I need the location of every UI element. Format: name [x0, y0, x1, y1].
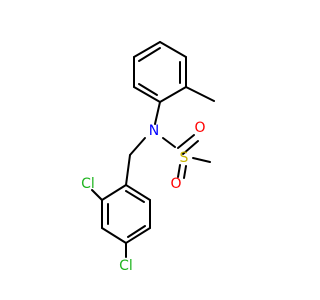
bond-double — [177, 164, 181, 178]
bond-double — [182, 140, 199, 155]
bond-cl — [91, 189, 103, 201]
bond — [125, 227, 151, 244]
sulfur-label: S — [180, 150, 189, 166]
dichlorophenyl-ring — [91, 184, 151, 258]
molecule-canvas: N S O O Cl Cl — [81, 41, 215, 274]
tolyl-ring — [133, 41, 215, 103]
bond — [154, 101, 161, 125]
bond-methyl — [185, 86, 215, 102]
bond — [133, 86, 161, 103]
bond — [125, 184, 151, 201]
structure-diagram: N S O O Cl Cl — [81, 41, 215, 274]
nitrogen-label: N — [149, 123, 159, 139]
bond — [133, 41, 161, 58]
bond-double — [138, 83, 158, 96]
bond-double — [138, 47, 161, 62]
bond — [159, 86, 187, 103]
bond-double — [127, 225, 146, 238]
bond — [162, 137, 176, 148]
bond — [159, 41, 187, 58]
bond — [101, 227, 127, 244]
bond — [101, 184, 127, 201]
chlorine-ortho-label: Cl — [81, 176, 95, 192]
bond — [129, 137, 146, 156]
bond-double — [177, 134, 195, 149]
bond — [125, 154, 131, 186]
bond-double — [125, 190, 145, 203]
chlorine-para-label: Cl — [119, 258, 133, 274]
oxygen-top-label: O — [194, 120, 205, 136]
bond-methyl — [192, 157, 211, 163]
oxygen-bottom-label: O — [170, 176, 181, 192]
bond-double — [183, 165, 187, 179]
